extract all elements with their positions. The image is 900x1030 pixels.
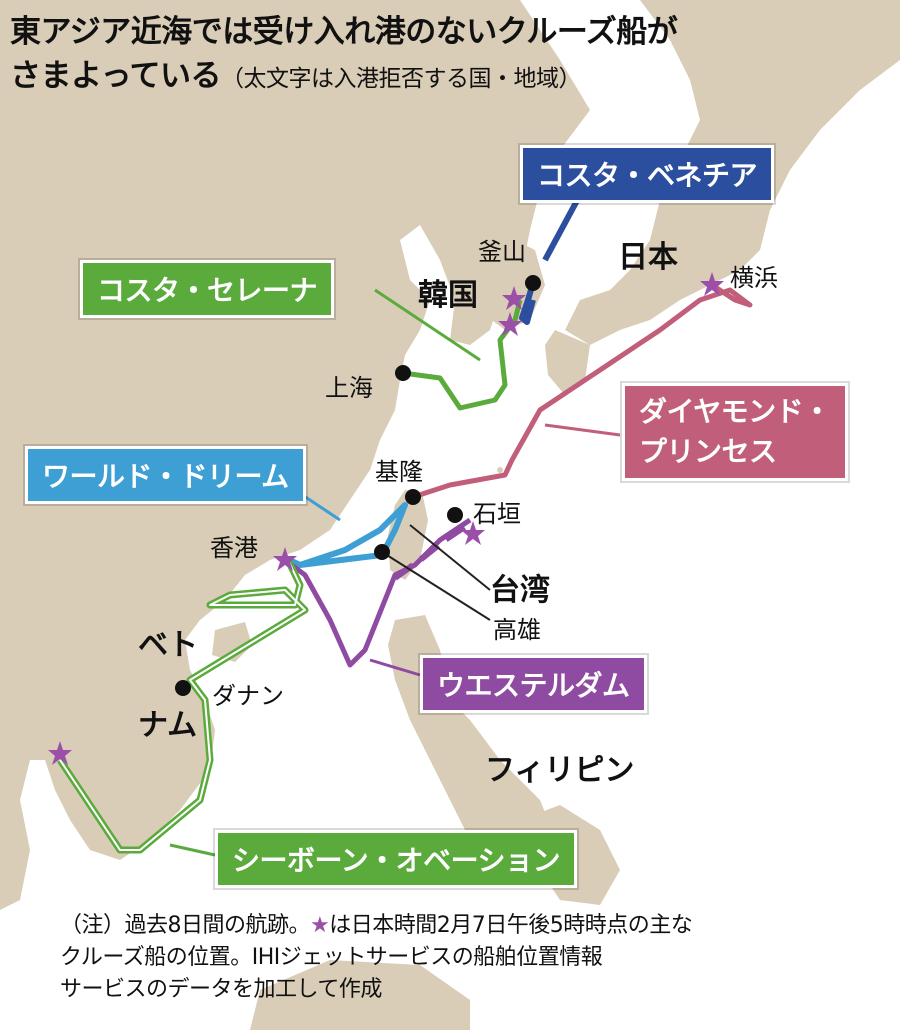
philippines-label: フィリピン [485, 753, 635, 788]
seabourn-ovation-route-inner [59, 559, 306, 851]
world-dream-label: ワールド・ドリーム [25, 446, 306, 504]
busan-dot [525, 275, 541, 291]
danang-dot [175, 680, 191, 696]
ishigaki-label: 石垣 [473, 500, 521, 528]
star-icon [498, 312, 522, 336]
borneo-land [250, 960, 470, 1030]
note-prefix: （注）過去8日間の航跡。 [60, 913, 311, 938]
kaohsiung-label: 高雄 [493, 616, 541, 644]
diamond-princess-route [412, 282, 753, 500]
vietnam-label-line1: ベト [138, 628, 198, 663]
taiwan-leader [409, 524, 491, 591]
source-note: （注）過去8日間の航跡。★は日本時間2月7日午後5時時点の主な クルーズ船の位置… [60, 910, 820, 1006]
yokohama-label: 横浜 [730, 264, 778, 292]
note-line1: （注）過去8日間の航跡。★は日本時間2月7日午後5時時点の主な [60, 910, 820, 942]
kaohsiung-leader [381, 551, 491, 621]
seabourn-ovation-leader [169, 843, 216, 857]
diamond-princess-label-line1: ダイヤモンド・ [639, 395, 831, 428]
keelung-dot [405, 489, 421, 505]
japan-label: 日本 [618, 240, 678, 275]
star-icon: ★ [310, 913, 330, 938]
star-icon [700, 272, 724, 296]
okinawa-island [497, 467, 503, 473]
star-icon [48, 741, 72, 765]
map-title-subtitle: （太文字は入港拒否する国・地域） [221, 66, 582, 92]
note-line2: クルーズ船の位置。IHIジェットサービスの船舶位置情報 [60, 945, 603, 970]
costa-venezia-leader [542, 193, 583, 262]
costa-serena-leader [374, 288, 481, 362]
costa-serena-label: コスタ・セレーナ [80, 260, 335, 318]
seabourn-ovation-label: シーボーン・オベーション [215, 830, 578, 888]
note-line3: サービスのデータを加工して作成 [60, 977, 382, 1002]
diamond-princess-label: ダイヤモンド・ プリンセス [622, 383, 848, 481]
star-icon [273, 547, 297, 571]
note-line1-rest: は日本時間2月7日午後5時時点の主な [329, 913, 693, 938]
star-icon [461, 521, 485, 545]
costa-venezia-label: コスタ・ベネチア [520, 145, 775, 203]
map-title-line2-main: さまよっている [10, 58, 222, 94]
keelung-label: 基隆 [375, 458, 423, 486]
map-title-line1: 東アジア近海では受け入れ港のないクルーズ船が [10, 14, 678, 50]
busan-label: 釜山 [478, 238, 526, 266]
kyushu-land [545, 330, 590, 395]
westerdam-leader [369, 658, 421, 677]
costa-venezia-route [519, 282, 536, 325]
shanghai-dot [395, 365, 411, 381]
shanghai-label: 上海 [325, 374, 373, 402]
vietnam-label-line2: ナム [138, 708, 198, 743]
hongkong-label: 香港 [210, 534, 258, 562]
kaohsiung-dot [374, 544, 390, 560]
diamond-princess-label-line2: プリンセス [639, 435, 777, 468]
danang-label: ダナン [212, 682, 284, 710]
diamond-princess-leader [544, 423, 621, 437]
ishigaki-dot [447, 507, 463, 523]
map-title-line2: さまよっている（太文字は入港拒否する国・地域） [10, 50, 582, 95]
taiwan-label: 台湾 [490, 573, 550, 608]
westerdam-label: ウエステルダム [420, 655, 647, 713]
star-icon [502, 286, 526, 310]
korea-label: 韓国 [418, 278, 478, 313]
